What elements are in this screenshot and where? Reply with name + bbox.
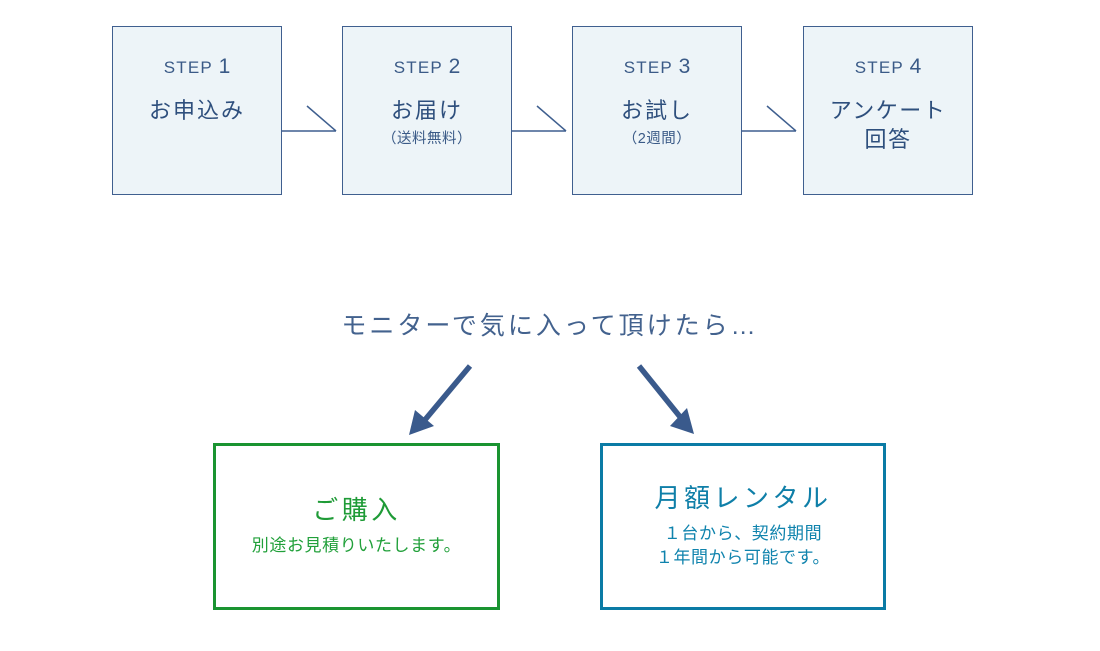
step-label-prefix-1: STEP bbox=[163, 58, 213, 77]
step-sub-2: （送料無料） bbox=[382, 131, 472, 148]
mid-caption: モニターで気に入って頂けたら… bbox=[341, 312, 759, 340]
arrow-down-left-icon bbox=[409, 364, 473, 435]
step-label-prefix-2: STEP bbox=[393, 58, 443, 77]
option-desc-purchase-line1: 別途お見積りいたします。 bbox=[251, 535, 462, 555]
arrow-down-right-icon bbox=[636, 364, 694, 434]
step-title-4: アンケート 回答 bbox=[830, 96, 947, 154]
option-box-purchase: ご購入 別途お見積りいたします。 bbox=[213, 443, 500, 610]
step-box-3: STEP 3 お試し （2週間） bbox=[572, 26, 742, 195]
step-label-4: STEP 4 bbox=[855, 55, 922, 79]
chevron-arrow-right-icon bbox=[511, 105, 567, 132]
option-title-purchase: ご購入 bbox=[312, 495, 401, 526]
step-sub-3: （2週間） bbox=[622, 131, 692, 148]
option-title-rental: 月額レンタル bbox=[654, 483, 832, 514]
step-flow-row: STEP 1 お申込み STEP 2 お届け （送料無料） STEP 3 お試し… bbox=[0, 26, 1100, 196]
step-number-1: 1 bbox=[218, 55, 231, 78]
step-label-2: STEP 2 bbox=[394, 55, 461, 79]
option-desc-rental: １台から、契約期間 １年間から可能です。 bbox=[656, 522, 830, 571]
step-title-1: お申込み bbox=[148, 98, 245, 123]
step-box-1: STEP 1 お申込み bbox=[112, 26, 282, 195]
step-number-3: 3 bbox=[678, 55, 691, 78]
step-connector-1 bbox=[281, 100, 343, 142]
step-connector-2 bbox=[511, 100, 573, 142]
option-box-rental: 月額レンタル １台から、契約期間 １年間から可能です。 bbox=[600, 443, 886, 610]
option-desc-rental-line2: １年間から可能です。 bbox=[655, 548, 831, 568]
chevron-arrow-right-icon bbox=[281, 105, 337, 132]
option-desc-purchase: 別途お見積りいたします。 bbox=[252, 534, 462, 559]
step-box-2: STEP 2 お届け （送料無料） bbox=[342, 26, 512, 195]
step-title-2: お届け bbox=[390, 98, 463, 123]
step-title-4-line1: アンケート bbox=[829, 98, 947, 123]
step-connector-3 bbox=[741, 100, 803, 142]
step-label-prefix-3: STEP bbox=[623, 58, 673, 77]
chevron-arrow-right-icon bbox=[741, 105, 797, 132]
branch-arrows bbox=[0, 350, 1100, 445]
step-title-4-line2: 回答 bbox=[864, 127, 912, 153]
step-label-3: STEP 3 bbox=[624, 55, 691, 79]
step-label-prefix-4: STEP bbox=[854, 58, 904, 77]
step-box-4: STEP 4 アンケート 回答 bbox=[803, 26, 973, 195]
step-title-3: お試し bbox=[620, 98, 693, 123]
option-desc-rental-line1: １台から、契約期間 bbox=[663, 523, 823, 543]
step-label-1: STEP 1 bbox=[164, 55, 231, 79]
step-number-4: 4 bbox=[909, 55, 922, 78]
step-number-2: 2 bbox=[448, 55, 461, 78]
